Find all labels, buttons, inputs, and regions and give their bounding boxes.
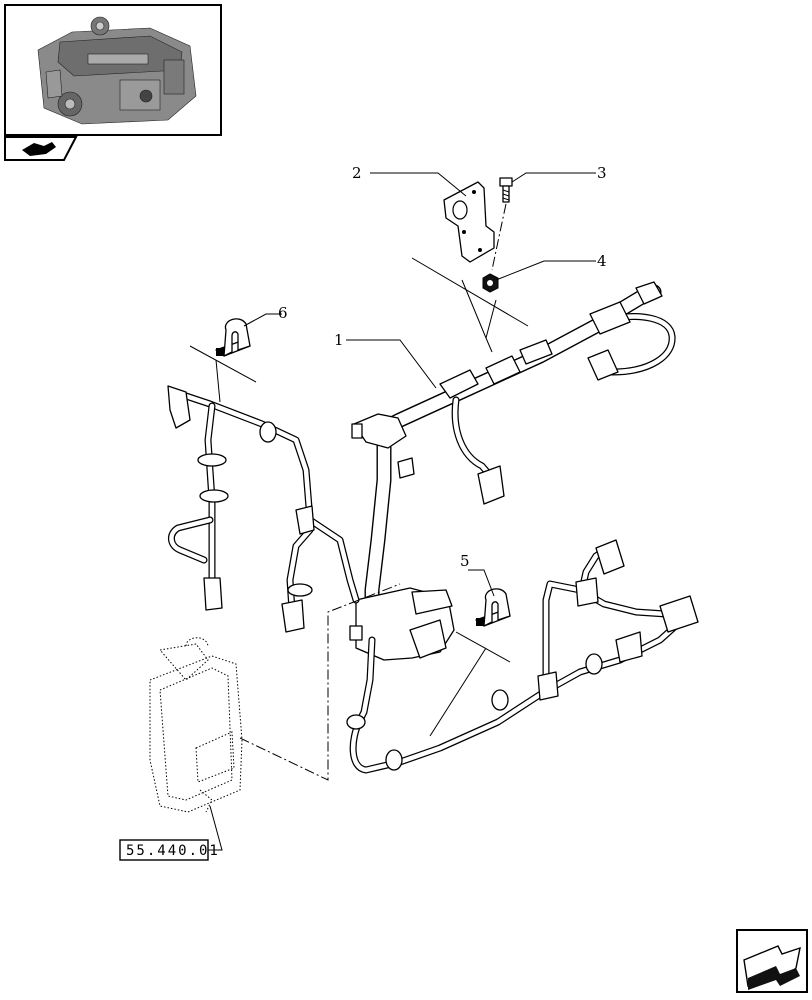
callout-1: 1 xyxy=(334,331,344,349)
callout-5: 5 xyxy=(460,552,470,570)
callout-3: 3 xyxy=(597,164,607,182)
reference-box[interactable]: 55.440.01 xyxy=(119,839,220,861)
ecu-module xyxy=(149,637,243,813)
reference-code: 55.440.01 xyxy=(126,843,220,859)
clamp-part-5 xyxy=(475,588,511,627)
main-harness-part-1 xyxy=(349,281,676,661)
bracket-part-2 xyxy=(443,181,495,263)
left-harness xyxy=(167,385,360,633)
callout-4: 4 xyxy=(597,252,607,270)
bolt-part-3 xyxy=(499,177,513,203)
callout-2: 2 xyxy=(352,164,362,182)
lower-right-harness xyxy=(346,539,699,774)
nut-part-4 xyxy=(482,273,499,293)
clamp-part-6 xyxy=(215,318,251,357)
hand-category-icon[interactable] xyxy=(4,136,78,161)
engine-thumbnail-icon[interactable] xyxy=(4,4,222,136)
callout-6: 6 xyxy=(278,304,288,322)
next-page-arrow-icon[interactable] xyxy=(736,929,808,993)
